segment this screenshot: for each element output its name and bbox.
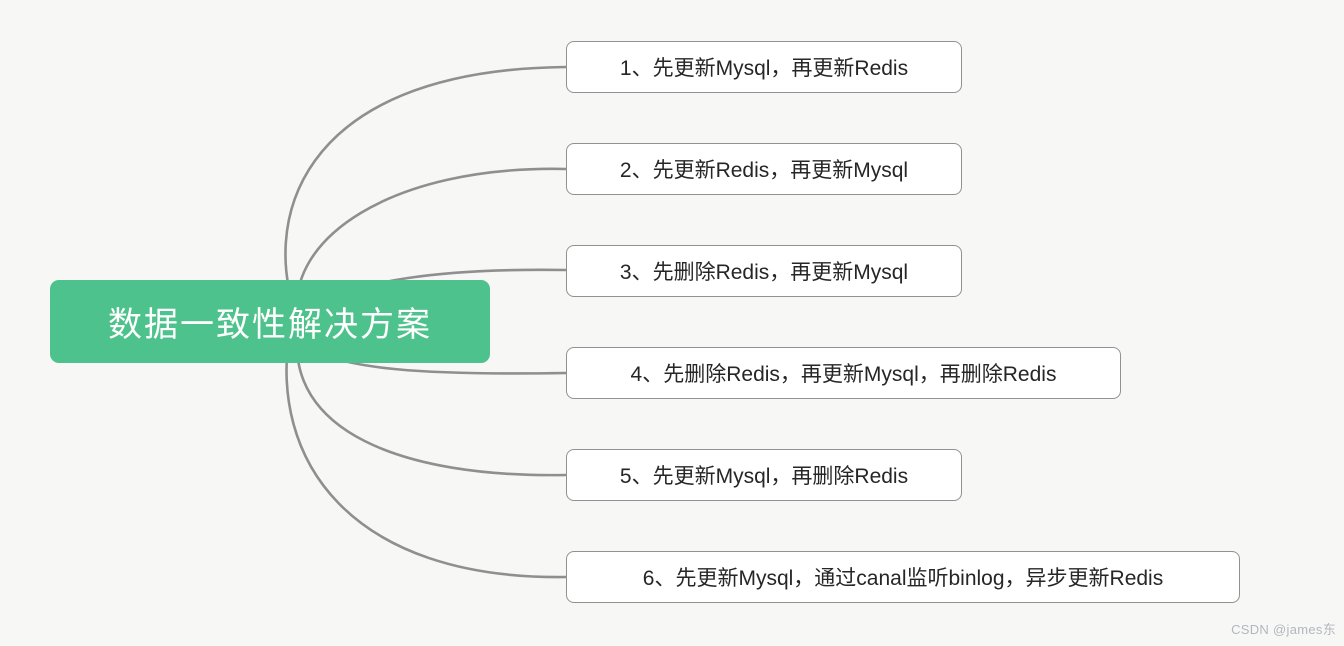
branch-node-3[interactable]: 3、先删除Redis，再更新Mysql (566, 245, 962, 297)
connector-branch-5 (295, 328, 568, 477)
branch-node-1[interactable]: 1、先更新Mysql，再更新Redis (566, 41, 962, 93)
root-node[interactable]: 数据一致性解决方案 (50, 280, 490, 363)
branch-node-2[interactable]: 2、先更新Redis，再更新Mysql (566, 143, 962, 195)
branch-node-5[interactable]: 5、先更新Mysql，再删除Redis (566, 449, 962, 501)
connector-branch-6 (285, 328, 568, 579)
branch-node-6[interactable]: 6、先更新Mysql，通过canal监听binlog，异步更新Redis (566, 551, 1240, 603)
connector-branch-1 (284, 65, 568, 320)
branch-node-4[interactable]: 4、先删除Redis，再更新Mysql，再删除Redis (566, 347, 1121, 399)
csdn-watermark: CSDN @james东 (1231, 622, 1336, 637)
